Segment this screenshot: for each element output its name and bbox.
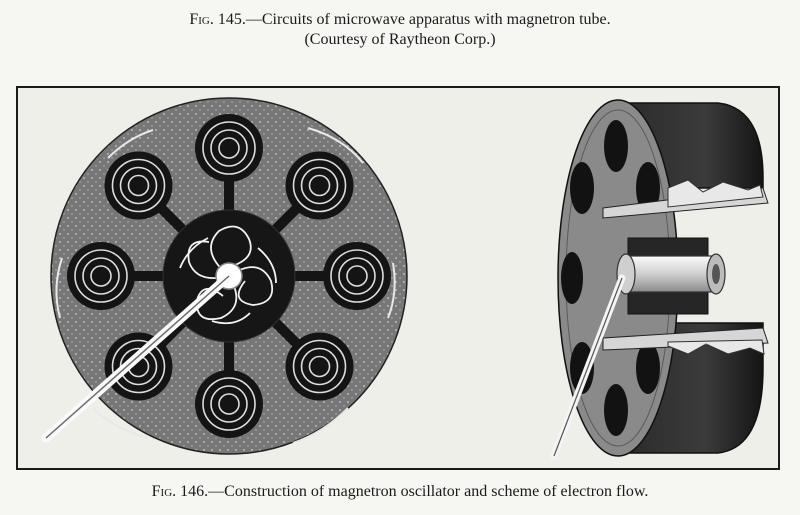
electron-paths (179, 225, 277, 325)
figure-145-caption: Fig. 145.—Circuits of microwave apparatu… (0, 10, 800, 50)
figure-145-title: Fig. 145.—Circuits of microwave apparatu… (0, 10, 800, 30)
figure-145-courtesy: (Courtesy of Raytheon Corp.) (304, 31, 496, 48)
figure-145-label: Fig. 145. (189, 11, 246, 28)
figure-145-text: —Circuits of microwave apparatus with ma… (245, 11, 611, 28)
cathode-cylinder (625, 255, 717, 293)
flow-arrows (55, 127, 396, 444)
face-cavities (561, 120, 660, 436)
figure-146-text: —Construction of magnetron oscillator an… (208, 483, 649, 500)
magnetron-illustration (41, 97, 769, 460)
resonator-cavities (66, 114, 392, 439)
figure-146-label: Fig. 146. (151, 483, 209, 500)
magnetron-cross-section (41, 97, 408, 455)
figure-146-caption: Fig. 146.—Construction of magnetron osci… (0, 482, 800, 502)
figure-146-plate (16, 86, 780, 470)
magnetron-cutaway (550, 99, 769, 460)
